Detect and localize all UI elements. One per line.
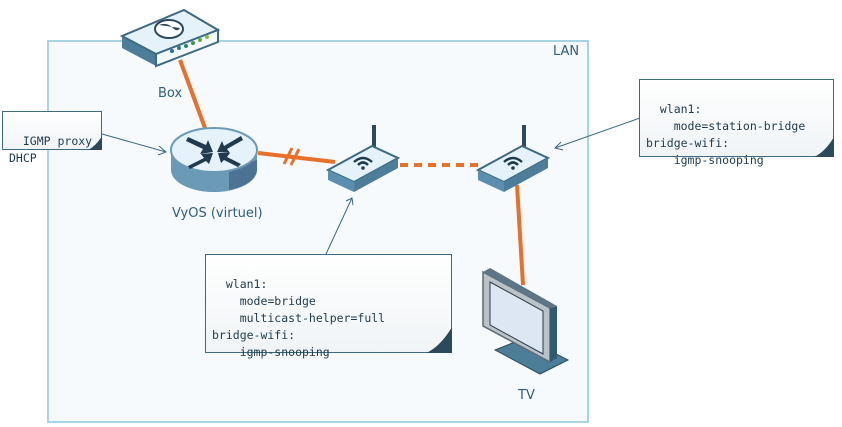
note-ap1-config: wlan1: mode=bridge multicast-helper=full… — [205, 254, 452, 359]
isp-modem-icon[interactable] — [119, 8, 221, 68]
link-break-marker — [282, 147, 301, 166]
node-label-box: Box — [158, 86, 183, 101]
note-ap1-text: wlan1: mode=bridge multicast-helper=full… — [212, 277, 386, 359]
callout-arrow-vyos — [101, 133, 167, 153]
link-vyos-ap1 — [257, 151, 336, 164]
link-ap2-tv — [515, 184, 525, 286]
callout-arrow-ap1 — [325, 197, 353, 255]
note-fold-icon — [814, 137, 834, 157]
router-icon[interactable] — [170, 127, 258, 192]
tv-icon[interactable] — [482, 268, 570, 375]
note-vyos-text: IGMP proxy DHCP — [9, 134, 93, 165]
node-label-tv: TV — [518, 388, 535, 403]
note-fold-icon — [426, 327, 452, 353]
lan-zone-label: LAN — [553, 44, 580, 59]
note-fold-icon — [88, 136, 102, 150]
callout-arrow-ap2 — [554, 117, 641, 149]
link-box-vyos — [178, 59, 207, 129]
lan-zone — [47, 40, 589, 423]
note-ap2-config: wlan1: mode=station-bridge bridge-wifi: … — [639, 79, 834, 167]
node-label-vyos: VyOS (virtuel) — [172, 206, 263, 221]
wireless-ap-icon[interactable] — [325, 125, 401, 192]
note-ap2-text: wlan1: mode=station-bridge bridge-wifi: … — [646, 102, 806, 167]
wireless-ap-icon[interactable] — [475, 125, 551, 192]
note-vyos-config: IGMP proxy DHCP — [2, 111, 102, 165]
